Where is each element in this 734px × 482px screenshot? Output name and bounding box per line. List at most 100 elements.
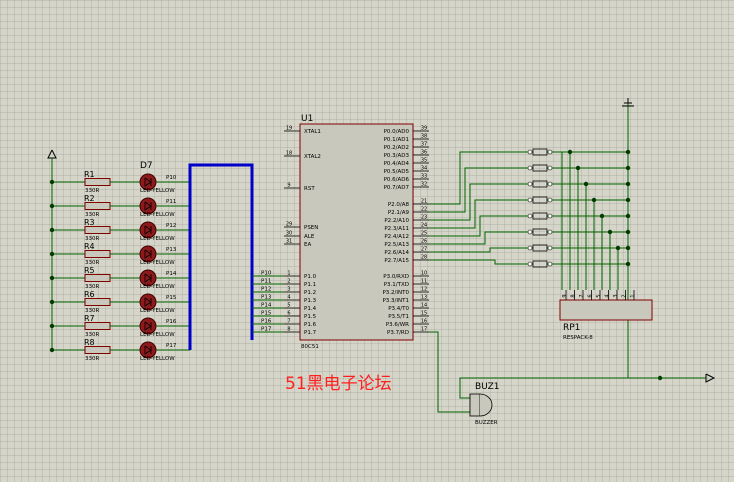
led-part-label: LED-YELLOW bbox=[140, 212, 175, 218]
mcu-net-label: P11 bbox=[261, 279, 271, 285]
mcu-pin-name: P0.2/AD2 bbox=[384, 145, 409, 151]
junction-dot bbox=[625, 149, 631, 155]
junction-dot bbox=[49, 347, 55, 353]
diode-symbol bbox=[144, 177, 152, 187]
junction-dot bbox=[567, 149, 573, 155]
mcu-pin-number: 8 bbox=[287, 327, 290, 333]
mcu-pin-number: 12 bbox=[421, 287, 427, 293]
wire bbox=[459, 377, 660, 399]
led-part-label: LED-YELLOW bbox=[140, 236, 175, 242]
junction-dot bbox=[583, 181, 589, 187]
wire bbox=[429, 199, 528, 229]
mcu-pin-number: 16 bbox=[421, 319, 427, 325]
button-contact bbox=[527, 245, 533, 251]
junction-dot bbox=[625, 245, 631, 251]
led-net-label: P10 bbox=[166, 175, 177, 181]
diode-symbol bbox=[144, 321, 152, 331]
mcu-net-label: P14 bbox=[261, 303, 272, 309]
junction-dot bbox=[49, 203, 55, 209]
mcu-net-label: P12 bbox=[261, 287, 271, 293]
mcu-pin-number: 19 bbox=[286, 126, 292, 132]
junction-dot bbox=[625, 181, 631, 187]
mcu-pin-name: P2.0/A8 bbox=[388, 202, 410, 208]
wire bbox=[429, 183, 528, 221]
buzzer-ref: BUZ1 bbox=[475, 382, 500, 392]
junction-dot bbox=[49, 299, 55, 305]
mcu-pin-number: 13 bbox=[421, 295, 427, 301]
push-button-icon bbox=[532, 180, 548, 188]
mcu-pin-number: 28 bbox=[421, 255, 427, 261]
mcu-pin-number: 31 bbox=[286, 239, 292, 245]
mcu-pin-number: 39 bbox=[421, 126, 427, 132]
mcu-pin-name: P1.6 bbox=[304, 322, 317, 328]
mcu-pin-name: P0.1/AD1 bbox=[384, 137, 409, 143]
respack-pin-number: 9 bbox=[562, 294, 568, 297]
wire bbox=[429, 215, 528, 237]
resistor-value: 330R bbox=[85, 260, 99, 266]
mcu-pin-name: P1.5 bbox=[304, 314, 317, 320]
mcu-pin-number: 2 bbox=[287, 279, 290, 285]
mcu-pin-name: P0.3/AD3 bbox=[384, 153, 410, 159]
resistor-body bbox=[84, 178, 111, 186]
mcu-pin-name: XTAL1 bbox=[304, 129, 321, 135]
resistor-ref: R5 bbox=[84, 266, 95, 275]
resistor-ref: R2 bbox=[84, 194, 95, 203]
resistor-value: 330R bbox=[85, 188, 99, 194]
resistor-ref: R4 bbox=[84, 242, 95, 251]
mcu-pin-name: P3.5/T1 bbox=[388, 314, 409, 320]
mcu-pin-number: 35 bbox=[421, 158, 427, 164]
mcu-net-label: P16 bbox=[261, 319, 272, 325]
led-net-label: P13 bbox=[166, 247, 177, 253]
junction-dot bbox=[607, 229, 613, 235]
mcu-pin-number: 26 bbox=[421, 239, 427, 245]
mcu-pin-name: RST bbox=[304, 186, 315, 192]
mcu-pin-number: 3 bbox=[287, 287, 290, 293]
led-part-label: LED-YELLOW bbox=[140, 356, 175, 362]
mcu-pin-name: P0.4/AD4 bbox=[384, 161, 410, 167]
mcu-pin-number: 21 bbox=[421, 199, 427, 205]
resistor-value: 330R bbox=[85, 332, 99, 338]
junction-dot bbox=[625, 261, 631, 267]
mcu-pin-number: 33 bbox=[421, 174, 427, 180]
respack-pin-number: 6 bbox=[588, 294, 594, 297]
led-part-label: LED-YELLOW bbox=[140, 284, 175, 290]
resistor-body bbox=[84, 202, 111, 210]
button-contact bbox=[527, 181, 533, 187]
button-contact bbox=[547, 245, 553, 251]
button-contact bbox=[527, 229, 533, 235]
mcu-pin-name: P1.7 bbox=[304, 330, 317, 336]
buzzer-part: BUZZER bbox=[475, 420, 498, 426]
junction-dot bbox=[49, 251, 55, 257]
push-button-icon bbox=[532, 212, 548, 220]
button-contact bbox=[527, 213, 533, 219]
push-button-icon bbox=[532, 164, 548, 172]
junction-dot bbox=[625, 197, 631, 203]
mcu-pin-number: 36 bbox=[421, 150, 427, 156]
mcu-pin-name: P1.0 bbox=[304, 274, 317, 280]
wire bbox=[429, 151, 528, 205]
wire bbox=[429, 331, 470, 413]
mcu-net-label: P17 bbox=[261, 327, 272, 333]
button-contact bbox=[547, 149, 553, 155]
junction-dot bbox=[599, 213, 605, 219]
diode-symbol bbox=[144, 225, 152, 235]
mcu-pin-name: P3.3/INT1 bbox=[382, 298, 409, 304]
led-net-label: P15 bbox=[166, 295, 177, 301]
led-part-label: LED-YELLOW bbox=[140, 332, 175, 338]
mcu-pin-name: P2.4/A12 bbox=[384, 234, 409, 240]
mcu-pin-name: P3.7/RD bbox=[387, 330, 409, 336]
mcu-pin-number: 18 bbox=[286, 151, 292, 157]
push-button-icon bbox=[532, 244, 548, 252]
button-contact bbox=[547, 181, 553, 187]
mcu-pin-number: 27 bbox=[421, 247, 427, 253]
button-contact bbox=[527, 197, 533, 203]
diode-symbol bbox=[144, 345, 152, 355]
mcu-pin-name: P0.6/AD6 bbox=[384, 177, 410, 183]
push-button-icon bbox=[532, 228, 548, 236]
respack-pin-number: 8 bbox=[571, 294, 577, 297]
resistor-body bbox=[84, 274, 111, 282]
junction-dot bbox=[625, 165, 631, 171]
wire bbox=[429, 259, 528, 265]
